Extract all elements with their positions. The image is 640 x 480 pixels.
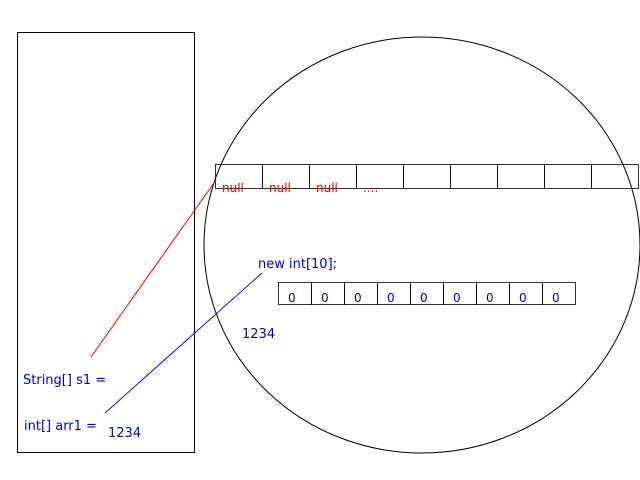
int-array-value: 0 bbox=[420, 291, 428, 305]
string-array: null null null.... bbox=[215, 164, 639, 195]
heap-area bbox=[203, 36, 640, 454]
int-array-cell bbox=[542, 282, 576, 305]
int-array-value: 0 bbox=[519, 291, 527, 305]
int-array-value: 0 bbox=[552, 291, 560, 305]
int-array-value: 0 bbox=[321, 291, 329, 305]
int-array: 0 0 0 0 0 0 0 0 0 bbox=[278, 282, 576, 305]
int-array-value: 0 bbox=[486, 291, 494, 305]
string-array-cell bbox=[403, 164, 451, 189]
string-array-value: null bbox=[222, 181, 244, 195]
string-array-cell bbox=[450, 164, 498, 189]
int-reference-arrow bbox=[104, 272, 263, 414]
int-array-value: 0 bbox=[288, 291, 296, 305]
string-array-value: null bbox=[269, 181, 291, 195]
string-array-value: .... bbox=[363, 181, 378, 195]
string-reference-arrow bbox=[90, 179, 217, 358]
int-variable-address: 1234 bbox=[108, 426, 141, 441]
int-array-address: 1234 bbox=[242, 327, 275, 342]
new-int-expression: new int[10]; bbox=[258, 257, 337, 272]
int-array-value: 0 bbox=[354, 291, 362, 305]
string-variable-label: String[] s1 = bbox=[23, 373, 106, 388]
string-array-cell bbox=[591, 164, 639, 189]
string-array-cell bbox=[544, 164, 592, 189]
int-variable-label: int[] arr1 = bbox=[24, 419, 97, 434]
string-array-cell bbox=[497, 164, 545, 189]
int-array-value: 0 bbox=[453, 291, 461, 305]
int-array-value: 0 bbox=[387, 291, 395, 305]
stack-frame bbox=[17, 32, 195, 453]
string-array-value: null bbox=[316, 181, 338, 195]
